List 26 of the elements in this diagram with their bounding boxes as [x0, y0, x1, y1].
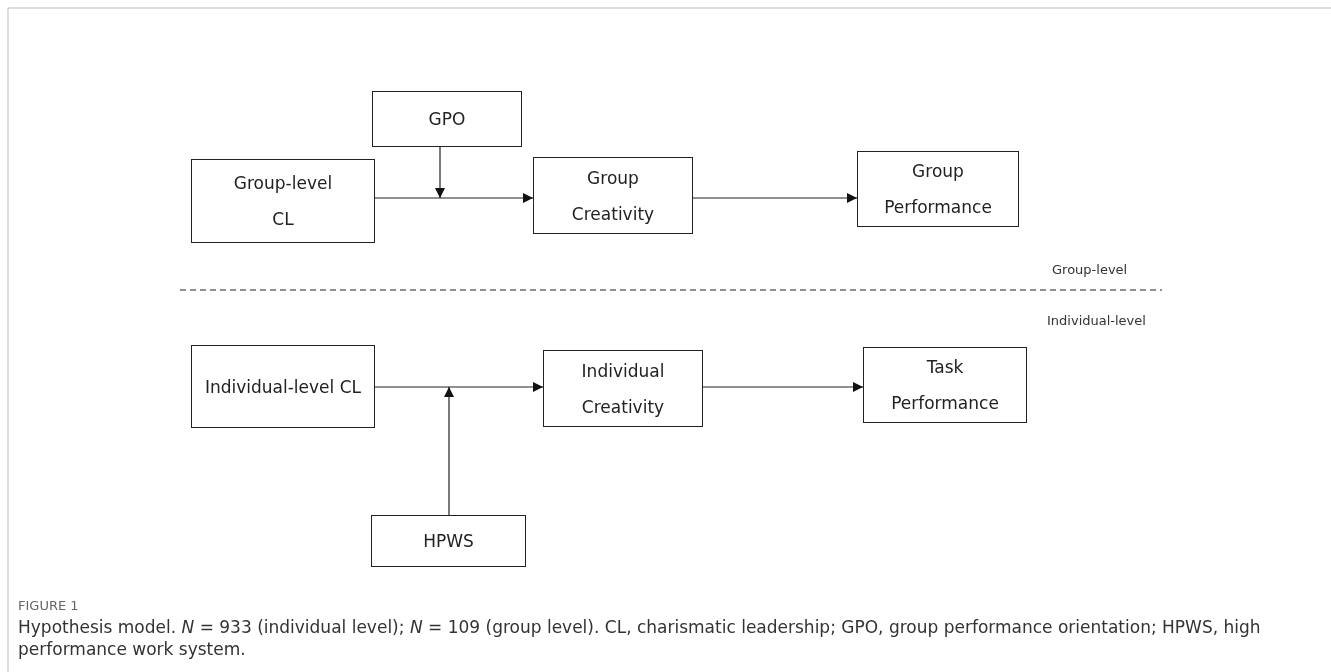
arrow [692, 193, 858, 203]
process-box [857, 151, 1019, 227]
level-label: Individual-level [1047, 313, 1146, 328]
process-box [372, 91, 522, 147]
node-label: Individual-level CL [203, 375, 363, 399]
process-box [191, 345, 375, 428]
arrow [435, 146, 445, 199]
process-box [533, 157, 693, 234]
arrow [374, 193, 534, 203]
node-label: Group Performance [883, 160, 993, 219]
process-box [863, 347, 1027, 423]
arrow [444, 386, 454, 516]
level-label: Group-level [1052, 262, 1128, 277]
figure-number: FIGURE 1 [18, 598, 79, 613]
process-box [371, 515, 526, 567]
node-label: Group-level CL [232, 172, 334, 231]
arrow [374, 382, 544, 392]
node-label: Individual Creativity [580, 359, 666, 419]
node-label: HPWS [422, 530, 475, 553]
process-box [191, 159, 375, 243]
arrow [702, 382, 864, 392]
node-label: Task Performance [890, 356, 1000, 415]
node-label: Group Creativity [570, 166, 656, 226]
process-box [543, 350, 703, 427]
node-label: GPO [427, 108, 467, 131]
figure-caption: Hypothesis model. N = 933 (individual level); N = 109 (group level). CL, charismatic leadership; GPO, group performance orientation; HPWS, high performance work system. [18, 616, 1262, 660]
